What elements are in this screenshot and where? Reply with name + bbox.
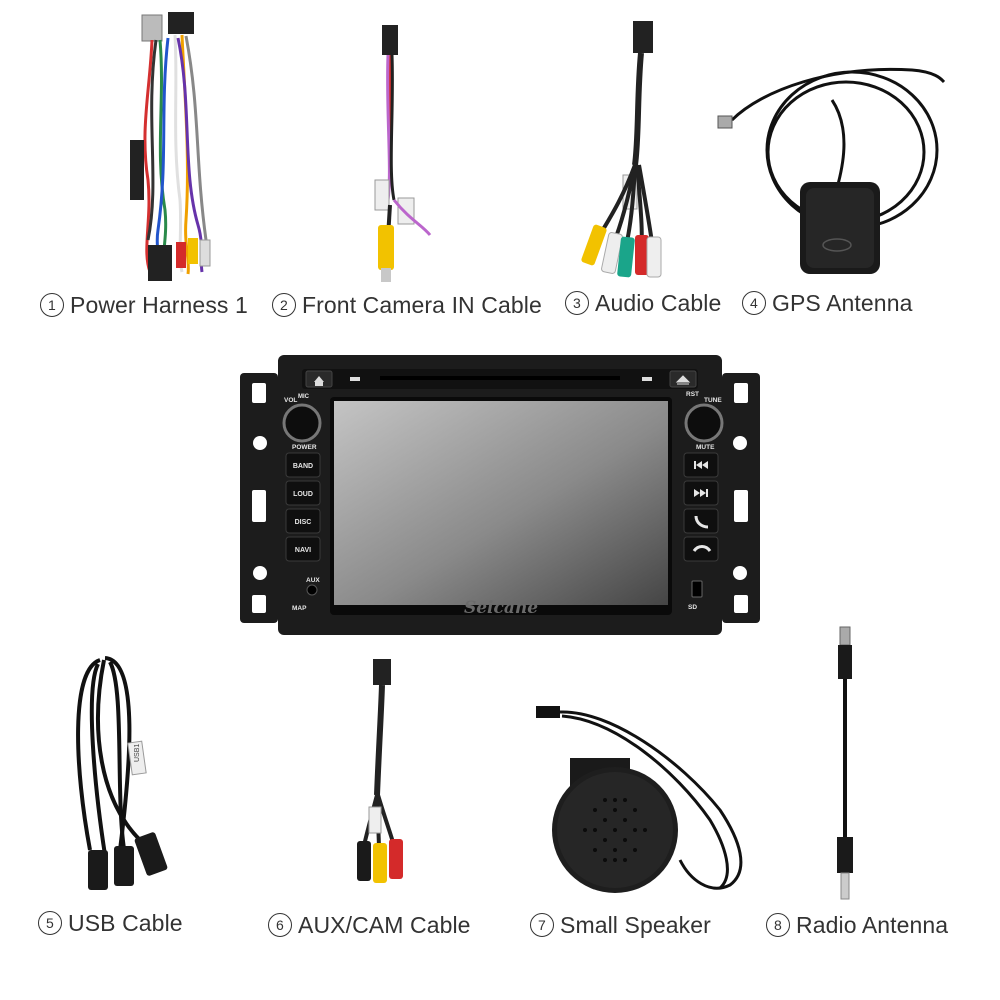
sd-label: SD — [688, 604, 697, 611]
item-number: 5 — [38, 911, 62, 935]
audio-cable-image — [575, 15, 675, 285]
item-label: Front Camera IN Cable — [302, 292, 542, 318]
usb-cable-drawing: USB1 — [76, 656, 168, 890]
item-label: Small Speaker — [560, 912, 711, 938]
usb-cable-image: USB1 — [70, 650, 190, 900]
vol-label: VOL — [284, 397, 297, 404]
touch-screen[interactable] — [334, 401, 668, 605]
front-camera-cable-image — [360, 20, 450, 290]
brand-logo: Seicane — [464, 598, 538, 618]
radio-antenna-drawing — [837, 626, 853, 900]
head-unit: VOL MIC POWER RST TUNE MUTE BAND LOUD DI… — [240, 355, 760, 635]
mic-label: MIC — [298, 394, 310, 400]
next-track-icon[interactable] — [694, 489, 708, 497]
answer-call-icon[interactable] — [694, 515, 709, 529]
band-button[interactable]: BAND — [293, 463, 313, 470]
map-label: MAP — [292, 605, 307, 612]
item-label: Radio Antenna — [796, 912, 949, 938]
item-label: Power Harness 1 — [70, 292, 248, 318]
item-label: USB Cable — [68, 910, 183, 936]
radio-antenna-image — [825, 625, 865, 905]
item-number: 6 — [268, 913, 292, 937]
navi-button[interactable]: NAVI — [295, 547, 311, 554]
usb-tag-label: USB1 — [134, 744, 141, 762]
right-button-column — [683, 452, 719, 562]
item-number: 8 — [766, 913, 790, 937]
audio-cable-drawing — [581, 21, 662, 278]
gps-antenna-image — [712, 60, 952, 280]
head-unit-drawing: VOL MIC POWER RST TUNE MUTE BAND LOUD DI… — [240, 355, 760, 635]
item-number: 4 — [742, 291, 766, 315]
item-number: 2 — [272, 293, 296, 317]
item-number: 1 — [40, 293, 64, 317]
power-harness-image — [120, 10, 240, 290]
disc-button[interactable]: DISC — [295, 519, 312, 526]
rst-label: RST — [686, 391, 699, 398]
tune-label: TUNE — [704, 397, 722, 404]
gps-antenna-drawing — [717, 67, 946, 274]
power-harness-drawing — [130, 12, 211, 281]
aux-cam-cable-image — [345, 655, 425, 895]
front-camera-cable-drawing — [374, 25, 432, 282]
aux-label: AUX — [306, 577, 320, 584]
power-label: POWER — [292, 444, 317, 451]
item-label: GPS Antenna — [772, 290, 913, 316]
item-number: 3 — [565, 291, 589, 315]
mute-label: MUTE — [696, 444, 715, 451]
aux-cam-cable-drawing — [357, 659, 403, 883]
small-speaker-image — [530, 700, 760, 900]
item-label: Audio Cable — [595, 290, 722, 316]
left-button-column: BAND LOUD DISC NAVI — [285, 452, 321, 562]
small-speaker-drawing — [536, 706, 743, 893]
prev-track-icon[interactable] — [694, 461, 708, 469]
item-number: 7 — [530, 913, 554, 937]
item-label: AUX/CAM Cable — [298, 912, 471, 938]
speaker-grille — [583, 798, 647, 862]
hang-up-icon[interactable] — [692, 545, 712, 552]
loud-button[interactable]: LOUD — [293, 491, 313, 498]
